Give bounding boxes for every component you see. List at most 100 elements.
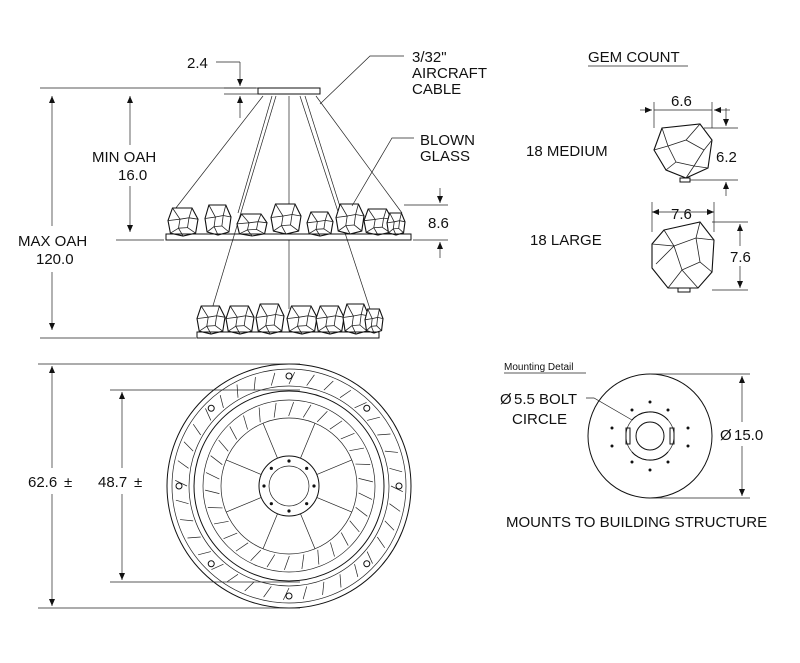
gem-count-title: GEM COUNT — [588, 49, 680, 66]
medium-gem-count: 18 MEDIUM — [526, 143, 608, 160]
glass-gem — [270, 203, 302, 235]
ring-mount-dot — [285, 372, 293, 380]
canopy-diameter-dimension: Ø 15.0 — [650, 373, 763, 499]
bolt-circle-label-2: CIRCLE — [512, 411, 567, 428]
outer-ring-inner-edge — [171, 368, 407, 604]
outer-gem-facet — [211, 563, 224, 570]
outer-gem-facet — [288, 371, 296, 385]
canopy-diameter-value: 15.0 — [734, 427, 763, 444]
min-oah-dimension: MIN OAH 16.0 — [92, 87, 256, 241]
large-gem-icon — [651, 221, 715, 293]
outer-diameter-tolerance: ± — [64, 474, 72, 491]
mounting-hole — [648, 468, 652, 472]
hub-dot — [305, 466, 309, 470]
hub-dot — [287, 459, 291, 463]
cable-gap-dimension: 2.4 — [187, 55, 258, 118]
large-width-dimension: 7.6 — [651, 202, 715, 232]
outer-ring-edge — [166, 363, 412, 609]
outer-gem-facet — [366, 551, 373, 564]
hub-dot — [269, 502, 273, 506]
medium-width-value: 6.6 — [671, 93, 692, 110]
outer-gem-facet — [244, 581, 255, 592]
suspension-cables — [171, 95, 403, 310]
outer-diameter-value: 62.6 — [28, 474, 57, 491]
inner-gem-facet — [205, 489, 220, 494]
outer-gem-facet — [389, 503, 401, 512]
outer-gem-facet — [183, 441, 194, 452]
hub-outer — [258, 455, 320, 517]
outer-gem-facet — [236, 384, 239, 398]
spoke — [300, 423, 316, 459]
bolt-circle-callout: Ø 5.5 BOLT CIRCLE — [500, 391, 633, 428]
max-oah-value: 120.0 — [36, 251, 74, 268]
aircraft-cable-label-1: 3/32" — [412, 49, 447, 66]
inner-gem-facet — [358, 478, 373, 483]
inner-gem-facet — [250, 549, 262, 561]
inner-gem-facet — [284, 555, 290, 570]
outer-gem-facet — [377, 433, 391, 436]
side-elevation: 2.4 3/32" AIRCRAFT CABLE BLOWN GLASS MIN… — [18, 49, 487, 339]
outer-ring-gem-track — [188, 385, 390, 587]
glass-gem — [306, 211, 334, 237]
inner-diameter-dimension: 48.7 ± — [98, 389, 300, 583]
mounting-hole — [630, 408, 634, 412]
outer-gem-facet — [306, 374, 315, 386]
spoke — [262, 513, 278, 549]
inner-gem-facet — [266, 554, 276, 568]
hub-dot — [262, 484, 266, 488]
inner-gem-facet — [317, 549, 320, 565]
glass-gem — [236, 213, 268, 237]
inner-gem-facet — [258, 407, 261, 423]
ring-mount-dot — [207, 560, 215, 568]
outer-gem-facet — [192, 423, 201, 436]
outer-gem-facet — [198, 551, 211, 556]
inner-diameter-value: 48.7 — [98, 474, 127, 491]
outer-gem-facet — [180, 519, 194, 522]
ring-height-dimension: 8.6 — [404, 188, 449, 258]
inner-gem-facet — [229, 426, 238, 440]
lower-ring-gems — [196, 303, 384, 335]
inner-gem-facet — [243, 415, 248, 430]
medium-height-value: 6.2 — [716, 149, 737, 166]
aircraft-cable-callout: 3/32" AIRCRAFT CABLE — [319, 49, 487, 105]
inner-gem-facet — [358, 492, 373, 500]
outer-gem-facet — [226, 574, 239, 583]
outer-gem-facet — [175, 499, 189, 505]
outer-gem-facet — [339, 389, 352, 398]
glass-gem — [315, 305, 345, 335]
spoke — [300, 513, 316, 549]
mounting-hole — [630, 460, 634, 464]
medium-height-dimension: 6.2 — [690, 108, 738, 196]
ring-mount-dot — [175, 482, 183, 490]
outer-gem-facet — [377, 536, 386, 549]
glass-gem — [286, 305, 318, 335]
outer-gem-facet — [384, 520, 395, 531]
inner-gem-facet — [205, 472, 220, 480]
canopy-diameter-symbol: Ø — [720, 427, 732, 444]
plan-rings — [166, 363, 412, 609]
outer-gem-facet — [354, 402, 367, 409]
mounting-note: MOUNTS TO BUILDING STRUCTURE — [506, 514, 767, 531]
inner-ring-gem-inner — [220, 417, 358, 555]
spoke — [262, 423, 278, 459]
max-oah-dimension: MAX OAH 120.0 — [18, 87, 196, 339]
inner-gem-facet — [302, 404, 312, 418]
outer-gem-facet — [219, 395, 224, 408]
inner-ring-track — [202, 399, 376, 573]
glass-gem — [335, 203, 365, 235]
inner-gem-facet — [330, 542, 335, 557]
glass-gem — [255, 303, 285, 335]
blown-glass-label-1: BLOWN — [420, 132, 475, 149]
outer-gem-facet — [174, 479, 188, 487]
min-oah-label: MIN OAH — [92, 149, 156, 166]
ring-mount-dot — [285, 592, 293, 600]
inner-gem-facet — [218, 439, 229, 452]
outer-gem-facet — [205, 408, 212, 421]
mounting-hole — [648, 400, 652, 404]
mounting-hole — [666, 408, 670, 412]
outer-gem-facet — [253, 377, 256, 391]
spoke — [316, 459, 352, 475]
outer-gem-facet — [323, 380, 334, 391]
inner-gem-facet — [329, 420, 343, 430]
min-oah-value: 16.0 — [118, 167, 147, 184]
